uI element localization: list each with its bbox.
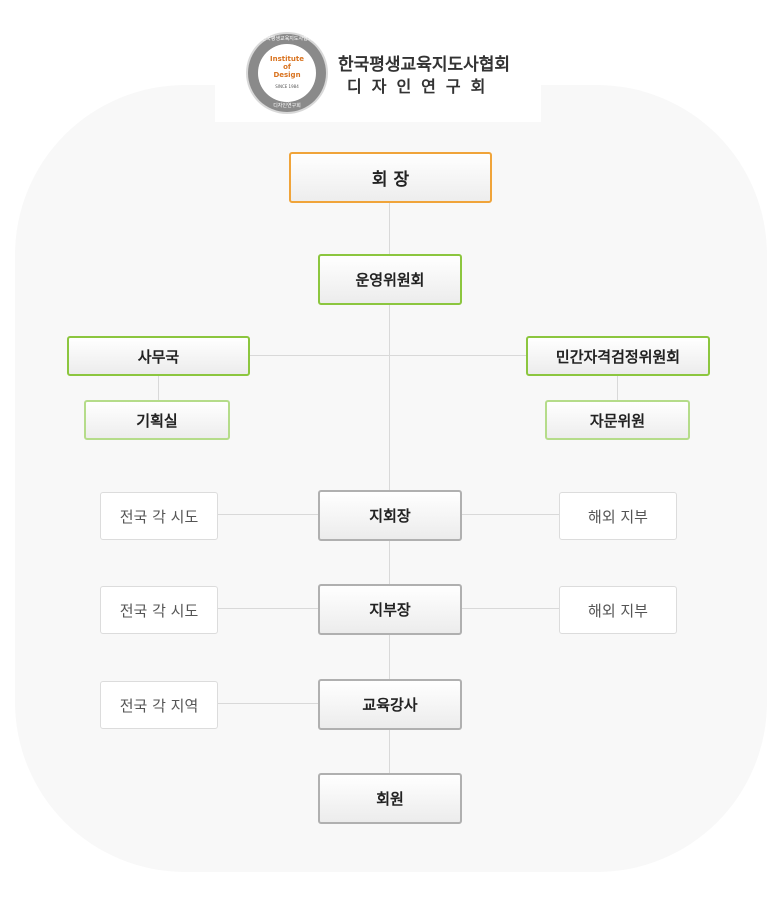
operating-committee-box: 운영위원회 (318, 254, 462, 305)
seal-ring-top-text: 한국평생교육지도사협회 (261, 36, 313, 42)
association-seal: 한국평생교육지도사협회 Institute of Design SINCE 19… (248, 34, 326, 112)
connector-main-trunk (389, 201, 390, 775)
advisory-committee-box: 자문위원 (545, 400, 690, 440)
connector-branch-right (460, 514, 560, 515)
branch-head-right-box: 해외 지부 (559, 492, 677, 540)
seal-line-3: Design (273, 71, 301, 79)
branch-head-left-box: 전국 각 시도 (100, 492, 218, 540)
seal-ring-bottom-text: 디자인연구회 (273, 103, 301, 109)
connector-instructor-left (217, 703, 319, 704)
cert-committee-box: 민간자격검정위원회 (526, 336, 710, 376)
background-panel (15, 85, 767, 872)
seal-since: SINCE 1984 (275, 84, 299, 89)
branch-head-box: 지회장 (318, 490, 462, 541)
member-box: 회원 (318, 773, 462, 824)
connector-side-horizontal (249, 355, 528, 356)
seal-line-2: of (283, 63, 291, 71)
instructor-box: 교육강사 (318, 679, 462, 730)
sub-branch-left-box: 전국 각 시도 (100, 586, 218, 634)
org-subtitle: 디자인연구회 (347, 77, 496, 96)
connector-cert-down (617, 374, 618, 401)
sub-branch-head-box: 지부장 (318, 584, 462, 635)
president-box: 회 장 (289, 152, 492, 203)
connector-subbranch-right (460, 608, 560, 609)
seal-line-1: Institute (270, 55, 304, 63)
sub-branch-right-box: 해외 지부 (559, 586, 677, 634)
org-title: 한국평생교육지도사협회 (338, 55, 511, 75)
instructor-left-box: 전국 각 지역 (100, 681, 218, 729)
connector-secretariat-down (158, 374, 159, 401)
seal-inner: Institute of Design SINCE 1984 (258, 44, 316, 102)
planning-office-box: 기획실 (84, 400, 230, 440)
connector-subbranch-left (217, 608, 319, 609)
connector-branch-left (217, 514, 319, 515)
secretariat-box: 사무국 (67, 336, 250, 376)
